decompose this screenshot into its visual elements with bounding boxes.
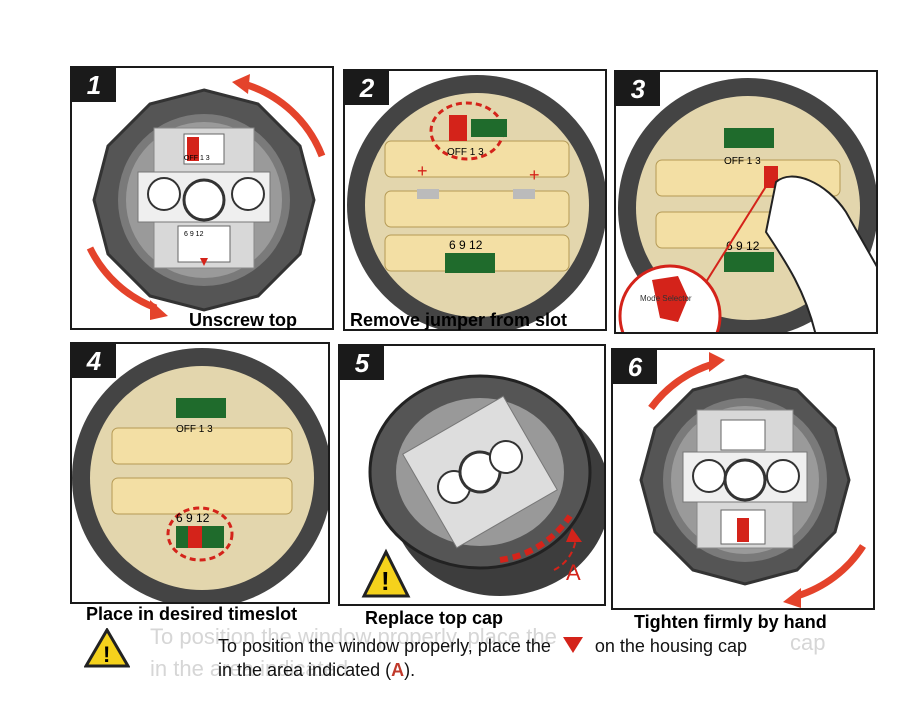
- svg-text:OFF 1 3: OFF 1 3: [447, 147, 484, 158]
- step-5-panel: 5 ! A: [338, 344, 606, 606]
- step-1-off-label: OFF 1 3: [184, 155, 210, 162]
- step-2-caption: Remove jumper from slot: [350, 310, 567, 331]
- step-3-number: 3: [616, 72, 660, 106]
- step-2-illustration: OFF 1 3 6 9 12 + +: [345, 71, 607, 331]
- step-1-timeslot-label: 6 9 12: [184, 231, 204, 238]
- svg-text:+: +: [529, 165, 540, 185]
- step-6-number: 6: [613, 350, 657, 384]
- step-2-panel: 2 OFF 1 3 6 9 12 + +: [343, 69, 607, 331]
- step-2-number: 2: [345, 71, 389, 105]
- mode-selector-label: Mode Selector: [640, 294, 692, 303]
- instruction-area-letter: A: [391, 660, 404, 680]
- step-1-caption: Unscrew top: [189, 310, 297, 331]
- instruction-line-1: To position the window properly, place t…: [218, 634, 898, 658]
- step-1-panel: 1 OFF 1 3 6 9 12: [70, 66, 334, 330]
- svg-text:+: +: [417, 161, 428, 181]
- red-triangle-marker-icon: [562, 636, 584, 654]
- svg-text:OFF 1 3: OFF 1 3: [176, 424, 213, 435]
- svg-text:6 9 12: 6 9 12: [449, 238, 483, 252]
- warning-icon: !: [84, 628, 130, 668]
- step-1-number: 1: [72, 68, 116, 102]
- step-6-panel: 6: [611, 348, 875, 610]
- step-1-illustration: OFF 1 3 6 9 12: [72, 68, 334, 330]
- svg-text:OFF 1 3: OFF 1 3: [724, 156, 761, 167]
- svg-text:6 9 12: 6 9 12: [176, 511, 210, 525]
- instruction-line-1-pre: To position the window properly, place t…: [218, 636, 551, 656]
- instruction-line-1-post: on the housing cap: [595, 636, 747, 656]
- step-5-caption: Replace top cap: [365, 608, 503, 629]
- step-4-illustration: OFF 1 3 6 9 12: [72, 344, 330, 604]
- step-4-caption: Place in desired timeslot: [86, 604, 297, 625]
- step-4-panel: 4 OFF 1 3 6 9 12: [70, 342, 330, 604]
- instruction-line-2: in the area indicated (A).: [218, 658, 898, 682]
- instruction-line-2-pre: in the area indicated (: [218, 660, 391, 680]
- instruction-line-2-post: ).: [404, 660, 415, 680]
- step-3-panel: 3 OFF 1 3 6 9 12 Mode Selector: [614, 70, 878, 334]
- svg-text:!: !: [381, 566, 390, 596]
- svg-text:!: !: [103, 642, 110, 667]
- step-5-number: 5: [340, 346, 384, 380]
- step-4-number: 4: [72, 344, 116, 378]
- instruction-note: To position the window properly, place t…: [218, 634, 898, 682]
- step-6-illustration: [613, 350, 875, 610]
- step-6-caption: Tighten firmly by hand: [634, 612, 827, 633]
- area-a-label: A: [566, 560, 581, 586]
